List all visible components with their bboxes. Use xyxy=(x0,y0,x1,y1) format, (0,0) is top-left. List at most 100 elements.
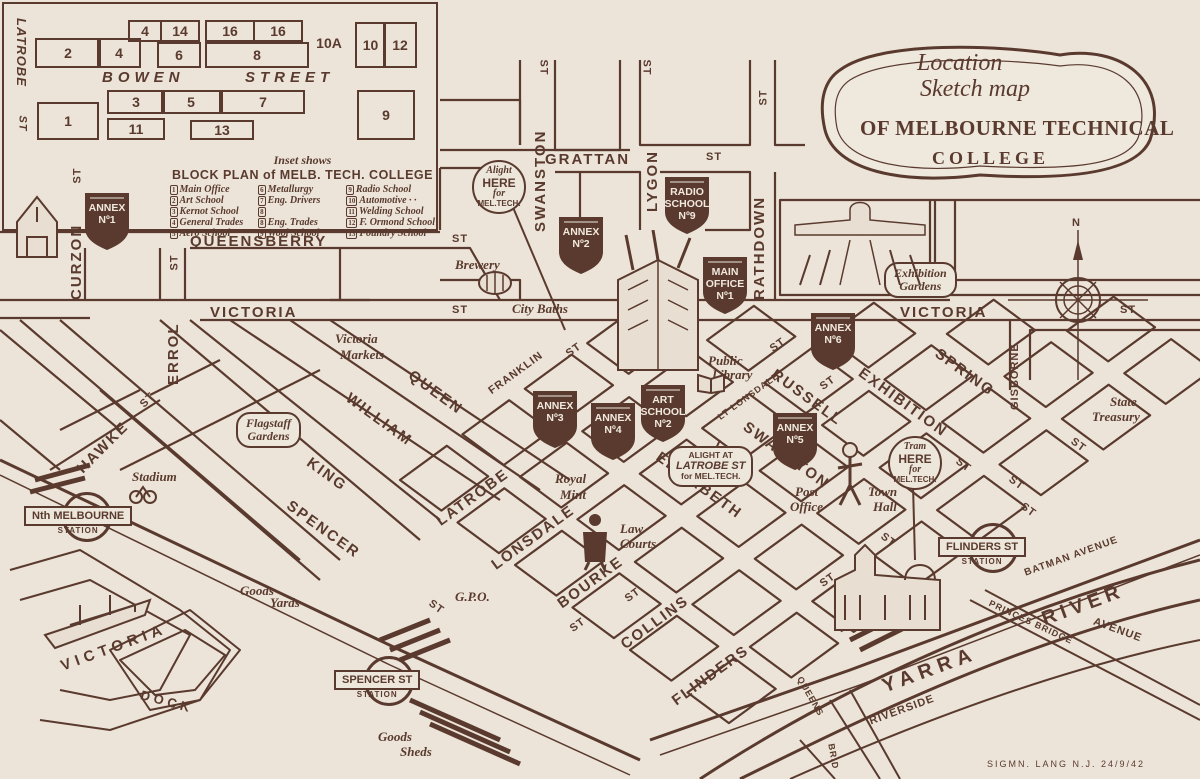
street-label-swanston-north: SWANSTON xyxy=(532,129,549,232)
legend-item-text: Wool School xyxy=(267,228,320,239)
shield-line: Nº6 xyxy=(824,334,842,347)
map-signature: SIGMN. LANG N.J. 24/9/42 xyxy=(986,759,1145,769)
inset-bowen-label: BOWEN xyxy=(102,69,185,86)
shield-line: OFFICE xyxy=(705,278,745,291)
title-sketch-map: Sketch map xyxy=(920,76,1030,102)
shield-line: ANNEX xyxy=(594,412,632,424)
shield-line: ANNEX xyxy=(562,226,600,238)
shield-line: Nº2 xyxy=(654,418,672,431)
city-block xyxy=(936,474,1027,542)
station-name: SPENCER ST xyxy=(334,670,421,690)
tram-here-sign: Tram HERE for MEL.TECH. xyxy=(888,436,942,490)
library-book-icon xyxy=(696,372,726,395)
shield-line: Nº5 xyxy=(786,434,804,447)
legend-item-number: 8 xyxy=(258,207,266,217)
city-block xyxy=(571,572,662,640)
inset-st-label: ST xyxy=(16,115,29,132)
station-name: FLINDERS ST xyxy=(938,537,1027,557)
inset-block: 9 xyxy=(357,90,415,140)
shield-line: MAIN xyxy=(711,266,739,278)
inset-block-plan: LATROBE ST BOWEN STREET 4 14 16 16 2 4 6… xyxy=(0,0,438,239)
tram-sign-line2: HERE xyxy=(898,451,932,466)
legend-item-text: Foundry School xyxy=(359,228,427,239)
north-melbourne-station: Nth MELBOURNE STATION xyxy=(24,492,133,542)
legend-item-text: F. Ormond School xyxy=(359,217,435,228)
legend-item-number: 11 xyxy=(346,207,357,217)
street-label: ST xyxy=(706,151,723,163)
inset-block: 4 xyxy=(97,38,141,68)
city-block xyxy=(1123,338,1200,405)
latrobe-sign-line1: ALIGHT AT xyxy=(688,450,733,460)
alight-sign-line4: MEL.TECH. xyxy=(477,198,521,208)
flinders-station-building-icon xyxy=(830,540,950,635)
label-gpo: G.P.O. xyxy=(455,589,490,604)
exhibition-gardens-tag: Exhibition Gardens xyxy=(884,262,957,299)
station-name: Nth MELBOURNE xyxy=(24,506,133,526)
city-block xyxy=(686,657,777,725)
legend-caption: Inset shows xyxy=(273,153,332,167)
legend-item-number: 10 xyxy=(346,196,358,206)
shield-line: Nº4 xyxy=(604,424,622,437)
label-flagstaff-1: Flagstaff xyxy=(246,416,292,430)
label-victoria-markets-2: Markets xyxy=(340,347,385,362)
alight-here-sign: Alight HERE for MEL.TECH. xyxy=(472,160,526,214)
inset-block: 16 xyxy=(253,20,303,42)
shield-line: Nº3 xyxy=(546,412,564,425)
legend-title: BLOCK PLAN of MELB. TECH. COLLEGE xyxy=(172,168,433,182)
legend-item-number: 13 xyxy=(346,229,358,239)
legend-item-text: General Trades xyxy=(179,217,244,228)
city-block xyxy=(748,611,840,679)
inset-block: 12 xyxy=(383,22,417,68)
shield-line: Nº9 xyxy=(678,210,696,223)
flinders-street-station: FLINDERS ST STATION xyxy=(938,523,1027,573)
college-buildings-icon xyxy=(598,229,718,380)
inset-block: 8 xyxy=(205,42,309,68)
label-public-library-1: Public xyxy=(708,353,743,368)
ship-icon xyxy=(40,580,160,650)
label-goods-sheds-1: Goods xyxy=(378,729,412,744)
street-label: ST xyxy=(537,59,550,76)
alight-latrobe-sign: ALIGHT AT LATROBE ST for MEL.TECH. xyxy=(668,446,754,487)
city-block xyxy=(998,429,1089,497)
city-block xyxy=(706,304,797,372)
church-icon xyxy=(12,192,62,262)
city-block xyxy=(456,487,547,555)
inset-block: 2 xyxy=(35,38,101,68)
label-stadium: Stadium xyxy=(132,469,177,484)
city-block xyxy=(940,386,1032,454)
legend-item-text: Aero School xyxy=(179,228,231,239)
title-main: OF MELBOURNE TECHNICAL xyxy=(860,116,1175,140)
label-flagstaff-2: Gardens xyxy=(247,429,290,444)
street-label: ST xyxy=(71,167,84,184)
label-exhibition-gardens-2: Gardens xyxy=(899,279,942,294)
stadium-icon xyxy=(128,482,158,506)
legend-item-number: 5 xyxy=(170,229,178,239)
legend-item-text: Automotive · · xyxy=(359,195,417,206)
label-royal-mint-1: Royal xyxy=(555,471,587,486)
inset-block: 13 xyxy=(190,120,254,140)
legend-item-number: 12 xyxy=(346,218,358,228)
street-label-victoria-west: VICTORIA xyxy=(210,304,298,321)
city-block xyxy=(398,444,490,512)
inset-block: 3 xyxy=(107,90,165,114)
inset-block: 16 xyxy=(205,20,255,42)
spencer-street-station: SPENCER ST STATION xyxy=(334,656,421,706)
street-label: ST xyxy=(757,89,770,106)
legend-item-number: 7 xyxy=(258,196,266,206)
title-cartouche: Location Sketch map OF MELBOURNE TECHNIC… xyxy=(812,40,1175,190)
street-label-curzon: CURZON xyxy=(68,223,85,300)
label-post-office-2: Office xyxy=(790,499,823,514)
shield-line: SCHOOL xyxy=(640,406,686,419)
